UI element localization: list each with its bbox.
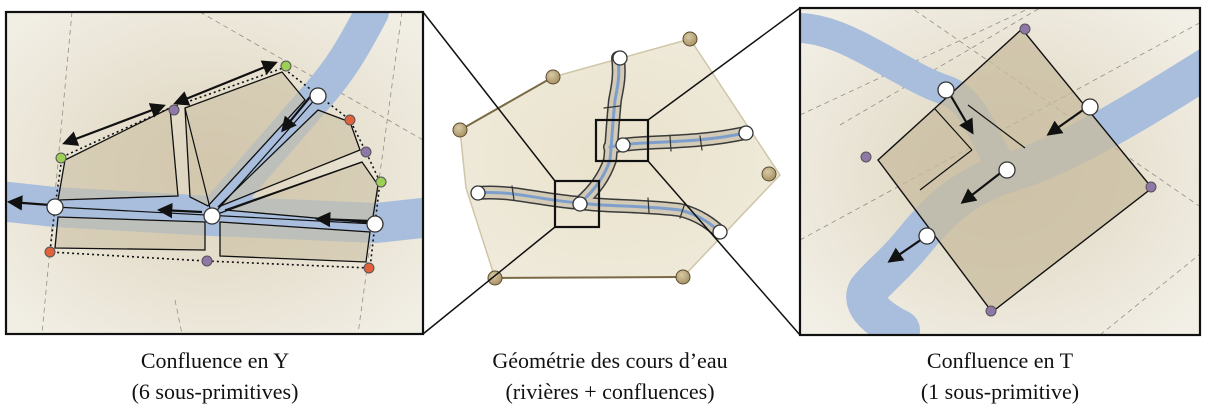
length-arrow-2 xyxy=(173,60,278,106)
control-points xyxy=(44,60,387,274)
caption-middle: Géométrie des cours d’eau (rivières + co… xyxy=(440,345,780,407)
hull-vertices xyxy=(452,31,777,286)
caption-left-line2: (6 sous-primitives) xyxy=(131,379,299,404)
flow-arrow-main xyxy=(156,202,203,219)
flow-arrow-outlet xyxy=(6,195,51,211)
panel-overview xyxy=(452,31,781,286)
caption-right-line1: Confluence en T xyxy=(926,348,1074,373)
domain-edges xyxy=(459,76,684,279)
corner-points xyxy=(860,23,1157,317)
zoom-box-t xyxy=(594,118,650,163)
overview-nodes xyxy=(470,50,754,240)
zoom-box-y xyxy=(553,179,601,229)
flow-arrow-inlet xyxy=(314,211,371,228)
river-nodes xyxy=(46,87,384,233)
flow-arrows xyxy=(887,90,1084,263)
panel-confluence-y xyxy=(4,10,425,336)
construction-lines xyxy=(41,12,423,334)
caption-left: Confluence en Y (6 sous-primitives) xyxy=(60,345,370,407)
caption-middle-line2: (rivières + confluences) xyxy=(505,379,715,404)
flow-arrow-branch xyxy=(281,96,311,133)
caption-middle-line1: Géométrie des cours d’eau xyxy=(492,348,728,373)
flow-arrow-inlet xyxy=(947,90,974,135)
zoom-frame-left xyxy=(4,10,425,336)
caption-right: Confluence en T (1 sous-primitive) xyxy=(840,345,1160,407)
zoom-frame-right xyxy=(798,6,1202,337)
flow-arrow-center xyxy=(960,170,1004,204)
parcel-notch xyxy=(919,104,1026,191)
flow-arrow-right xyxy=(1046,109,1084,136)
panel-confluence-t xyxy=(798,6,1202,337)
flow-arrows xyxy=(6,60,371,228)
flow-arrow-outlet xyxy=(887,236,926,263)
caption-right-line2: (1 sous-primitive) xyxy=(920,379,1080,404)
river-nodes xyxy=(918,81,1099,245)
zoom-connectors xyxy=(422,7,801,336)
length-arrow-1 xyxy=(62,103,166,146)
caption-left-line1: Confluence en Y xyxy=(140,348,290,373)
